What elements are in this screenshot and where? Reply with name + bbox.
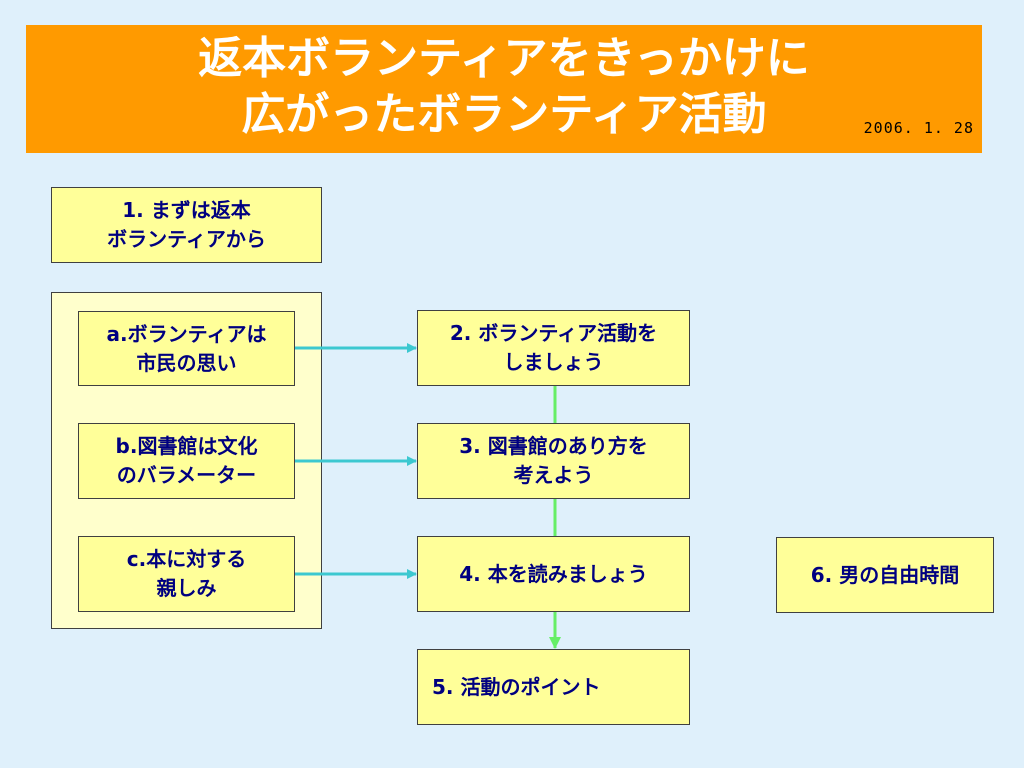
title-line-2: 広がったボランティア活動 bbox=[241, 89, 767, 140]
step1-box: 1. まずは返本 ボランティアから bbox=[51, 187, 322, 263]
step2-box: 2. ボランティア活動を しましょう bbox=[417, 310, 690, 386]
title-line-1: 返本ボランティアをきっかけに bbox=[198, 33, 810, 84]
step6-box: 6. 男の自由時間 bbox=[776, 537, 994, 613]
date-label: 2006. 1. 28 bbox=[863, 119, 974, 137]
item-b-box: b.図書館は文化 のバラメーター bbox=[78, 423, 295, 499]
item-c-box: c.本に対する 親しみ bbox=[78, 536, 295, 612]
step3-box: 3. 図書館のあり方を 考えよう bbox=[417, 423, 690, 499]
title-banner: 返本ボランティアをきっかけに 広がったボランティア活動 2006. 1. 28 bbox=[26, 25, 982, 153]
step5-box: 5. 活動のポイント bbox=[417, 649, 690, 725]
item-a-box: a.ボランティアは 市民の思い bbox=[78, 311, 295, 386]
step4-box: 4. 本を読みましょう bbox=[417, 536, 690, 612]
